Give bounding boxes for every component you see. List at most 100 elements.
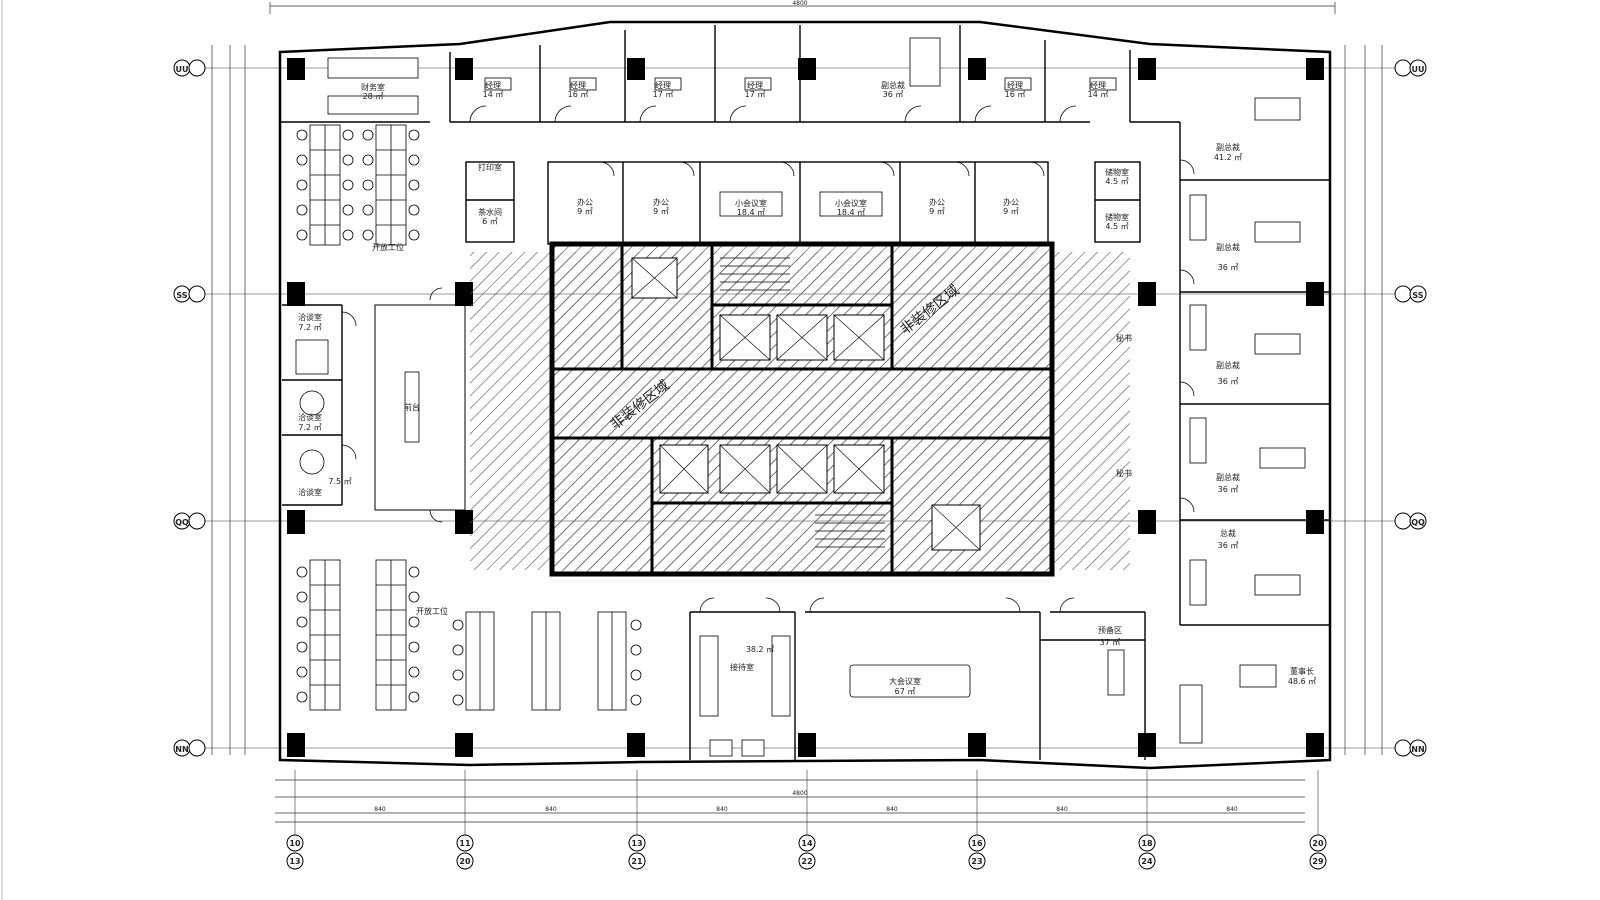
room-labels: 财务室 28 ㎡ 经理 14 ㎡ 经理 16 ㎡ 经理 17 ㎡ 经理 17 ㎡… xyxy=(298,80,1316,696)
svg-text:9 ㎡: 9 ㎡ xyxy=(929,207,945,216)
building-core: 非装修区域 非装修区域 xyxy=(470,241,1130,577)
label-office4: 办公 xyxy=(1003,197,1019,207)
svg-text:38.2 ㎡: 38.2 ㎡ xyxy=(746,645,774,654)
label-smallmeet2: 小会议室 xyxy=(835,198,867,208)
svg-text:67 ㎡: 67 ㎡ xyxy=(895,687,916,696)
grid-bubbles-left xyxy=(173,59,206,757)
svg-text:20: 20 xyxy=(459,857,471,866)
svg-text:37 ㎡: 37 ㎡ xyxy=(1100,638,1121,647)
svg-text:840: 840 xyxy=(1226,806,1238,813)
svg-text:29: 29 xyxy=(1312,857,1324,866)
label-negotiate2: 洽谈室 xyxy=(298,412,322,422)
grid-labels-bottom: 10 11 13 14 16 18 20 13 20 21 22 23 24 2… xyxy=(289,839,1324,866)
svg-text:7.5 ㎡: 7.5 ㎡ xyxy=(328,477,351,486)
svg-text:4800: 4800 xyxy=(792,0,807,7)
svg-text:840: 840 xyxy=(545,806,557,813)
svg-text:840: 840 xyxy=(1056,806,1068,813)
furniture xyxy=(295,37,1306,757)
svg-text:7.2 ㎡: 7.2 ㎡ xyxy=(298,423,321,432)
label-open-top: 开放工位 xyxy=(372,242,404,252)
svg-text:36 ㎡: 36 ㎡ xyxy=(1218,377,1239,386)
svg-text:NN: NN xyxy=(175,745,188,754)
label-negotiate1: 洽谈室 xyxy=(298,312,322,322)
svg-text:14 ㎡: 14 ㎡ xyxy=(1088,90,1109,99)
label-ceo: 总裁 xyxy=(1220,528,1236,538)
door-swings xyxy=(341,105,1195,613)
svg-text:13: 13 xyxy=(289,857,300,866)
svg-text:17 ㎡: 17 ㎡ xyxy=(745,90,766,99)
workstation-cluster-bottom xyxy=(296,559,642,711)
svg-text:9 ㎡: 9 ㎡ xyxy=(1003,207,1019,216)
svg-text:23: 23 xyxy=(971,857,982,866)
svg-text:17 ㎡: 17 ㎡ xyxy=(653,90,674,99)
svg-text:28 ㎡: 28 ㎡ xyxy=(363,92,384,101)
svg-text:4.5 ㎡: 4.5 ㎡ xyxy=(1105,222,1128,231)
svg-text:16: 16 xyxy=(971,839,983,848)
svg-text:11: 11 xyxy=(459,839,471,848)
svg-text:840: 840 xyxy=(374,806,386,813)
svg-text:SS: SS xyxy=(1412,291,1423,300)
label-office2: 办公 xyxy=(653,197,669,207)
svg-text:7.2 ㎡: 7.2 ㎡ xyxy=(298,323,321,332)
dimension-lines xyxy=(211,2,1383,823)
svg-text:840: 840 xyxy=(886,806,898,813)
grid-labels-right: UU SS QQ NN xyxy=(1411,65,1425,754)
label-vp-top: 副总裁 xyxy=(881,80,905,90)
label-office1: 办公 xyxy=(577,197,593,207)
svg-text:18.4 ㎡: 18.4 ㎡ xyxy=(737,208,765,217)
interior-walls xyxy=(280,25,1330,760)
svg-text:41.2 ㎡: 41.2 ㎡ xyxy=(1214,153,1242,162)
label-reception: 前台 xyxy=(404,402,420,412)
label-mgr1: 经理 xyxy=(485,80,501,90)
svg-text:36 ㎡: 36 ㎡ xyxy=(1218,485,1239,494)
label-storage1: 储物室 xyxy=(1105,167,1129,177)
svg-text:NN: NN xyxy=(1411,745,1424,754)
svg-text:9 ㎡: 9 ㎡ xyxy=(577,207,593,216)
svg-text:13: 13 xyxy=(631,839,642,848)
svg-text:10: 10 xyxy=(289,839,301,848)
label-office3: 办公 xyxy=(929,197,945,207)
svg-text:18: 18 xyxy=(1141,839,1153,848)
label-smallmeet1: 小会议室 xyxy=(735,198,767,208)
svg-text:UU: UU xyxy=(176,65,189,74)
svg-text:16 ㎡: 16 ㎡ xyxy=(568,90,589,99)
svg-text:21: 21 xyxy=(631,857,643,866)
svg-text:QQ: QQ xyxy=(175,518,189,527)
grid-bubbles-right xyxy=(1394,59,1427,757)
svg-text:20: 20 xyxy=(1312,839,1324,848)
workstation-cluster-top xyxy=(296,124,420,246)
svg-text:14 ㎡: 14 ㎡ xyxy=(483,90,504,99)
svg-text:SS: SS xyxy=(176,291,187,300)
label-mgr6: 经理 xyxy=(1090,80,1106,90)
svg-text:840: 840 xyxy=(716,806,728,813)
svg-text:4800: 4800 xyxy=(792,790,807,797)
label-vp-right3: 副总裁 xyxy=(1216,360,1240,370)
svg-text:22: 22 xyxy=(801,857,812,866)
label-secretary2: 秘书 xyxy=(1116,468,1132,478)
grid-labels-left: UU SS QQ NN xyxy=(175,65,189,754)
label-vp-right1: 副总裁 xyxy=(1216,142,1240,152)
label-print: 打印室 xyxy=(478,162,502,172)
label-negotiate3: 洽谈室 xyxy=(298,487,322,497)
label-guest: 接待室 xyxy=(730,662,754,672)
label-bigmeet: 大会议室 xyxy=(889,676,921,686)
structural-columns xyxy=(287,58,1324,757)
svg-text:18.4 ㎡: 18.4 ㎡ xyxy=(837,208,865,217)
svg-text:36 ㎡: 36 ㎡ xyxy=(1218,263,1239,272)
label-mgr3: 经理 xyxy=(655,80,671,90)
label-finance: 财务室 xyxy=(361,82,385,92)
label-vp-right4: 副总裁 xyxy=(1216,472,1240,482)
label-secretary1: 秘书 xyxy=(1116,333,1132,343)
svg-text:QQ: QQ xyxy=(1411,518,1425,527)
label-mgr5: 经理 xyxy=(1007,80,1023,90)
label-tea: 茶水间 xyxy=(478,207,502,217)
dimension-labels: 4800 4800 840 840 840 840 840 840 xyxy=(374,0,1238,813)
svg-text:14: 14 xyxy=(801,839,813,848)
svg-text:UU: UU xyxy=(1412,65,1425,74)
label-open-bottom: 开放工位 xyxy=(416,606,448,616)
label-chairman: 董事长 xyxy=(1290,666,1314,676)
svg-text:24: 24 xyxy=(1141,857,1153,866)
label-mgr2: 经理 xyxy=(570,80,586,90)
svg-text:48.6 ㎡: 48.6 ㎡ xyxy=(1288,677,1316,686)
